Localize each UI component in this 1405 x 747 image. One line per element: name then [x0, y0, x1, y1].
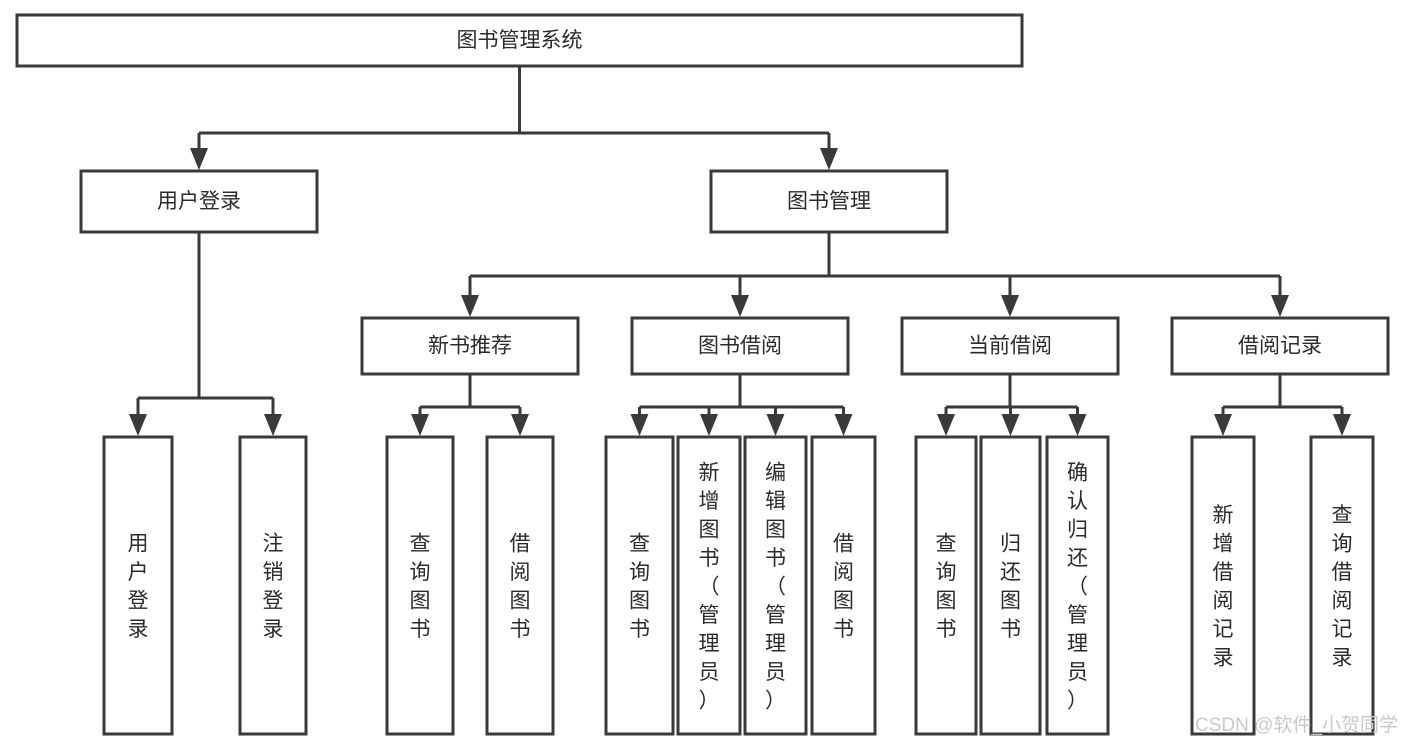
arrow-head-icon: [834, 414, 853, 436]
node-leaf-return-book[interactable]: 归还图书: [979, 435, 1042, 736]
node-label-leaf-user-login: 用户登录: [128, 533, 149, 642]
node-label-leaf-add-book: 新增图书（管理员）: [699, 461, 720, 712]
node-label-new-book-recommend: 新书推荐: [428, 335, 512, 358]
node-label-current-borrow: 当前借阅: [968, 335, 1052, 358]
node-box-borrow-record: [1170, 316, 1390, 376]
node-box-leaf-add-book: [676, 435, 742, 736]
arrow-head-icon: [937, 414, 955, 436]
node-box-book-borrow: [630, 316, 850, 376]
arrow-head-icon: [190, 148, 208, 170]
node-new-book-recommend[interactable]: 新书推荐: [360, 316, 580, 376]
node-user-login[interactable]: 用户登录: [79, 169, 319, 234]
node-root[interactable]: 图书管理系统: [15, 13, 1024, 68]
node-box-leaf-query-record: [1309, 435, 1375, 736]
node-label-leaf-query-book-1: 查询图书: [410, 533, 431, 642]
node-box-new-book-recommend: [360, 316, 580, 376]
node-leaf-edit-book[interactable]: 编辑图书（管理员）: [743, 435, 808, 736]
node-box-leaf-add-record: [1190, 435, 1256, 736]
node-leaf-query-book-1[interactable]: 查询图书: [385, 435, 455, 736]
node-leaf-add-record[interactable]: 新增借阅记录: [1190, 435, 1256, 736]
node-box-leaf-edit-book: [743, 435, 808, 736]
arrow-head-icon: [129, 414, 147, 436]
arrow-head-icon: [766, 414, 785, 436]
arrow-head-icon: [511, 414, 529, 436]
node-box-leaf-logout: [238, 435, 308, 736]
node-box-leaf-query-book-3: [914, 435, 978, 736]
arrow-head-icon: [820, 148, 838, 170]
node-label-borrow-record: 借阅记录: [1238, 335, 1322, 358]
csdn-watermark: CSDN @软件_小贺同学: [1195, 714, 1398, 736]
arrow-head-icon: [1214, 414, 1232, 436]
arrow-head-icon: [1271, 295, 1289, 317]
node-label-book-borrow: 图书借阅: [698, 335, 782, 358]
node-book-manage[interactable]: 图书管理: [709, 169, 949, 234]
node-box-user-login: [79, 169, 319, 234]
node-leaf-user-login[interactable]: 用户登录: [102, 435, 174, 736]
node-label-book-manage: 图书管理: [787, 190, 871, 213]
arrow-head-icon: [411, 414, 429, 436]
node-label-leaf-borrow-book-1: 借阅图书: [510, 533, 531, 642]
arrow-head-icon: [1001, 295, 1019, 317]
node-box-current-borrow: [900, 316, 1120, 376]
arrow-head-icon: [1333, 414, 1351, 436]
node-box-leaf-return-book: [979, 435, 1042, 736]
node-box-leaf-query-book-2: [604, 435, 675, 736]
arrow-head-icon: [630, 414, 649, 436]
node-label-leaf-query-book-3: 查询图书: [936, 533, 957, 642]
node-leaf-logout[interactable]: 注销登录: [238, 435, 308, 736]
arrow-head-icon: [731, 295, 749, 317]
node-current-borrow[interactable]: 当前借阅: [900, 316, 1120, 376]
node-label-leaf-query-book-2: 查询图书: [629, 533, 650, 642]
node-box-leaf-confirm-return: [1045, 435, 1110, 736]
connector-layer: [129, 66, 1351, 436]
node-box-leaf-borrow-book-2: [810, 435, 877, 736]
node-label-leaf-add-record: 新增借阅记录: [1213, 504, 1234, 670]
node-leaf-query-book-3[interactable]: 查询图书: [914, 435, 978, 736]
arrow-head-icon: [461, 295, 479, 317]
node-book-borrow[interactable]: 图书借阅: [630, 316, 850, 376]
node-leaf-add-book[interactable]: 新增图书（管理员）: [676, 435, 742, 736]
node-leaf-confirm-return[interactable]: 确认归还（管理员）: [1045, 435, 1110, 736]
node-label-leaf-borrow-book-2: 借阅图书: [833, 533, 854, 642]
arrow-head-icon: [1068, 414, 1087, 436]
node-label-leaf-return-book: 归还图书: [1000, 533, 1021, 642]
node-leaf-borrow-book-2[interactable]: 借阅图书: [810, 435, 877, 736]
node-box-root: [15, 13, 1024, 68]
arrow-head-icon: [1001, 414, 1020, 436]
arrow-head-icon: [700, 414, 718, 436]
node-label-leaf-logout: 注销登录: [263, 533, 284, 642]
node-box-leaf-query-book-1: [385, 435, 455, 736]
node-label-leaf-query-record: 查询借阅记录: [1332, 504, 1353, 670]
node-box-book-manage: [709, 169, 949, 234]
node-leaf-query-book-2[interactable]: 查询图书: [604, 435, 675, 736]
node-label-root: 图书管理系统: [457, 29, 583, 52]
node-label-leaf-confirm-return: 确认归还（管理员）: [1067, 461, 1088, 712]
node-box-leaf-user-login: [102, 435, 174, 736]
node-borrow-record[interactable]: 借阅记录: [1170, 316, 1390, 376]
node-label-leaf-edit-book: 编辑图书（管理员）: [765, 461, 786, 712]
node-leaf-query-record[interactable]: 查询借阅记录: [1309, 435, 1375, 736]
node-leaf-borrow-book-1[interactable]: 借阅图书: [485, 435, 555, 736]
arrow-head-icon: [264, 414, 282, 436]
node-label-user-login: 用户登录: [157, 190, 241, 213]
node-box-leaf-borrow-book-1: [485, 435, 555, 736]
node-layer: 图书管理系统用户登录图书管理新书推荐图书借阅当前借阅借阅记录用户登录注销登录查询…: [15, 13, 1390, 736]
